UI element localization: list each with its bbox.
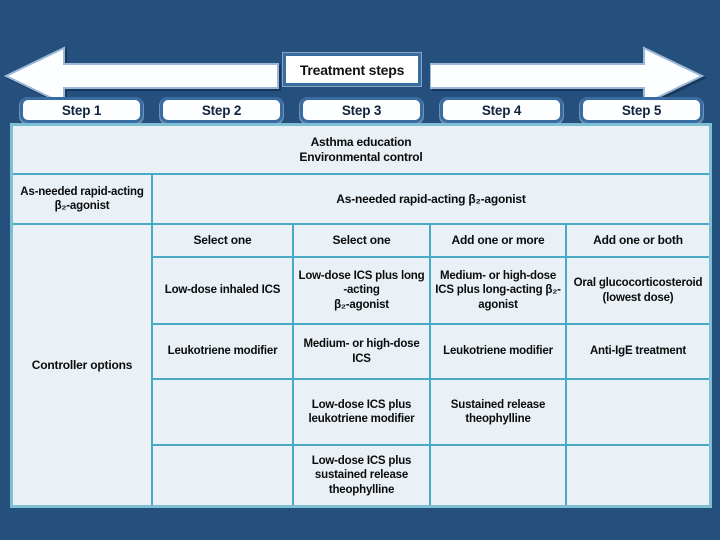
treatment-cell: Low-dose ICS plus long -acting β₂-agonis… (294, 258, 429, 323)
treatment-cell (153, 380, 292, 444)
treatment-cell: Anti-IgE treatment (567, 325, 709, 378)
treatment-table: Asthma education Environmental control A… (10, 123, 712, 508)
step-5-label: Step 5 (580, 97, 703, 123)
controller-options-label: Controller options (13, 225, 151, 505)
treatment-cell: Sustained release theophylline (431, 380, 565, 444)
column-header: Select one (153, 225, 292, 256)
treatment-cell: Leukotriene modifier (431, 325, 565, 378)
step-1-label: Step 1 (20, 97, 143, 123)
right-arrow-icon (430, 46, 705, 106)
treatment-cell (153, 446, 292, 505)
treatment-cell: Medium- or high-dose ICS (294, 325, 429, 378)
treatment-cell: Low-dose ICS plus leukotriene modifier (294, 380, 429, 444)
treatment-cell (567, 380, 709, 444)
step-3-label: Step 3 (300, 97, 423, 123)
treatment-cell (431, 446, 565, 505)
treatment-steps-title: Treatment steps (283, 53, 421, 86)
treatment-cell (567, 446, 709, 505)
education-row-cell: Asthma education Environmental control (13, 126, 709, 173)
step-4-label: Step 4 (440, 97, 563, 123)
reliever-spanning-cell: As-needed rapid-acting β₂-agonist (153, 175, 709, 223)
treatment-cell: Low-dose ICS plus sustained release theo… (294, 446, 429, 505)
column-header: Add one or more (431, 225, 565, 256)
treatment-cell: Low-dose inhaled ICS (153, 258, 292, 323)
treatment-cell: Leukotriene modifier (153, 325, 292, 378)
step-2-label: Step 2 (160, 97, 283, 123)
reliever-left-cell: As-needed rapid-acting β₂-agonist (13, 175, 151, 223)
column-header: Select one (294, 225, 429, 256)
treatment-cell: Oral glucocorticosteroid (lowest dose) (567, 258, 709, 323)
column-header: Add one or both (567, 225, 709, 256)
treatment-cell: Medium- or high-dose ICS plus long-actin… (431, 258, 565, 323)
